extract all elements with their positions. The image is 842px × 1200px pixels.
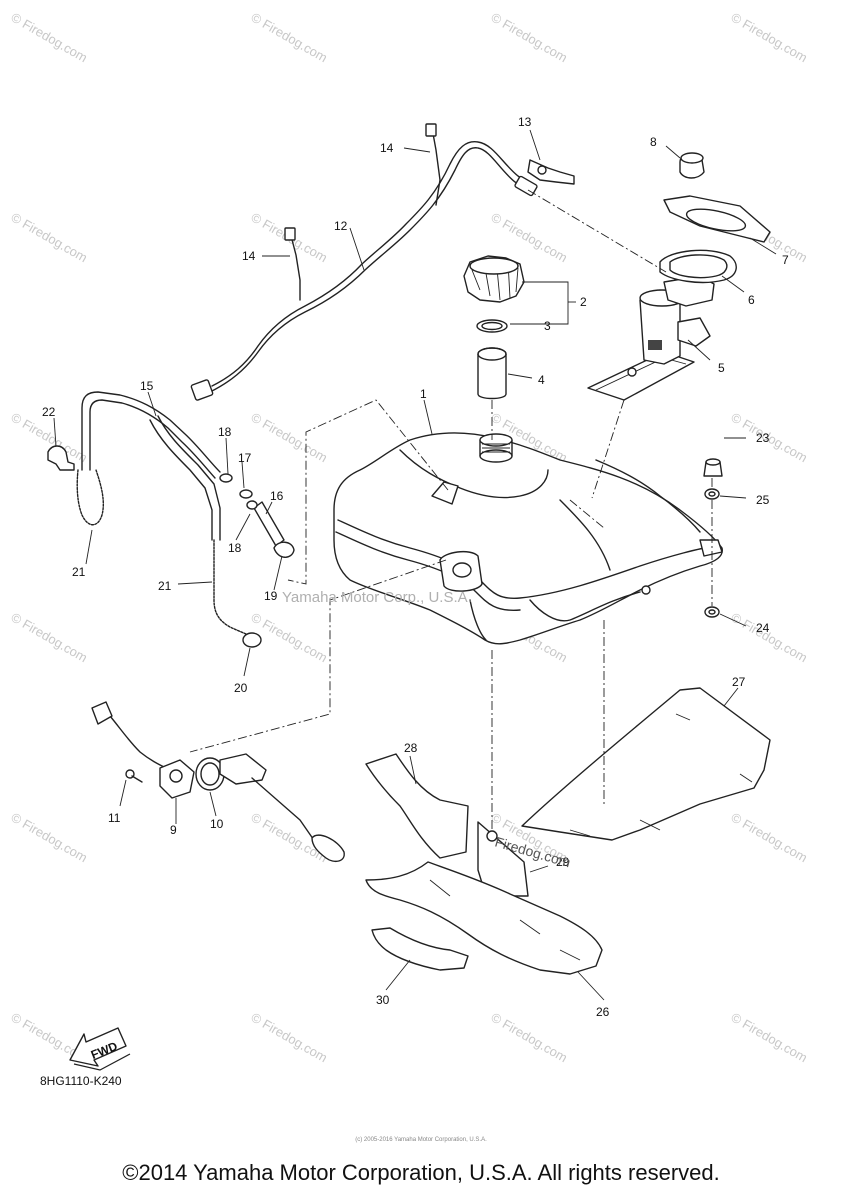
gasket-6 <box>659 249 737 284</box>
watermark: © Firedog.com <box>9 810 91 866</box>
heat-shield-30 <box>371 927 469 971</box>
watermark: © Firedog.com <box>489 1010 571 1066</box>
callout-30: 30 <box>376 993 390 1007</box>
vent-tube-15 <box>81 391 221 541</box>
callout-28: 28 <box>404 741 418 755</box>
small-credit: (c) 2005-2016 Yamaha Motor Corporation, … <box>355 1137 487 1143</box>
bolt-marker <box>486 830 498 842</box>
fuel-cap-2 <box>463 255 525 303</box>
copyright-text: ©2014 Yamaha Motor Corporation, U.S.A. A… <box>122 1160 720 1185</box>
callout-26: 26 <box>596 1005 610 1019</box>
fwd-arrow-icon: FWD <box>69 1027 131 1071</box>
callout-23: 23 <box>756 431 770 445</box>
callout-25: 25 <box>756 493 770 507</box>
callout-14b: 14 <box>242 249 256 263</box>
callout-11: 11 <box>108 811 121 825</box>
callout-1: 1 <box>420 387 427 401</box>
assembly-lines <box>189 189 713 830</box>
watermark: © Firedog.com <box>9 10 91 66</box>
callout-7: 7 <box>782 253 789 267</box>
callout-17: 17 <box>238 451 252 465</box>
callout-6: 6 <box>748 293 755 307</box>
washer-24 <box>704 606 720 618</box>
callout-2: 2 <box>580 295 587 309</box>
callout-13: 13 <box>518 115 532 129</box>
callout-14a: 14 <box>380 141 394 155</box>
callout-9: 9 <box>170 823 177 837</box>
watermark: © Firedog.com <box>489 10 571 66</box>
heat-shield-27 <box>521 687 771 841</box>
callout-29: 29 <box>556 855 570 869</box>
callout-5: 5 <box>718 361 725 375</box>
washer-25 <box>704 488 720 500</box>
callout-24: 24 <box>756 621 770 635</box>
corrugated-tube-21a <box>76 469 105 526</box>
callout-21b: 21 <box>158 579 172 593</box>
diagram-code: 8HG1110-K240 <box>40 1074 122 1088</box>
hose-clamp-22 <box>47 445 75 471</box>
breather-hose-12 <box>190 141 538 401</box>
watermark: © Firedog.com <box>249 410 331 466</box>
callout-22: 22 <box>42 405 56 419</box>
cable-tie-14b <box>284 227 301 301</box>
callout-19: 19 <box>264 589 278 603</box>
sender-wiring <box>91 701 167 769</box>
callout-12: 12 <box>334 219 348 233</box>
callout-15: 15 <box>140 379 154 393</box>
callout-27: 27 <box>732 675 746 689</box>
hose-clip-13 <box>527 159 575 185</box>
fuel-pump-5 <box>587 275 715 401</box>
hose-connector <box>190 379 214 401</box>
watermark: © Firedog.com <box>9 210 91 266</box>
fittings-16-19 <box>219 473 295 558</box>
pump-plate-7 <box>663 195 771 243</box>
fuel-tank-1 <box>333 432 723 645</box>
callout-16: 16 <box>270 489 284 503</box>
heat-shield-28 <box>365 753 469 859</box>
callout-18b: 18 <box>228 541 242 555</box>
center-watermark: Yamaha Motor Corp., U.S.A. <box>282 589 472 606</box>
heat-shield-26 <box>365 861 603 975</box>
watermark: © Firedog.com <box>729 1010 811 1066</box>
callout-10: 10 <box>210 817 224 831</box>
screw-11 <box>125 769 143 783</box>
watermark: © Firedog.com <box>9 610 91 666</box>
callout-18a: 18 <box>218 425 232 439</box>
watermark: © Firedog.com <box>249 1010 331 1066</box>
callout-4: 4 <box>538 373 545 387</box>
callout-21a: 21 <box>72 565 86 579</box>
watermark: © Firedog.com <box>729 10 811 66</box>
clamp-20 <box>242 632 262 648</box>
strainer-4 <box>477 347 507 400</box>
watermark: © Firedog.com <box>249 10 331 66</box>
leader-lines <box>53 129 777 1001</box>
callout-8: 8 <box>650 135 657 149</box>
callout-numbers: 1 2 3 4 5 6 7 8 9 10 11 12 13 14 14 15 1… <box>42 115 789 1019</box>
watermark: © Firedog.com <box>729 810 811 866</box>
callout-20: 20 <box>234 681 248 695</box>
watermark: © Firedog.com <box>729 610 811 666</box>
fuel-sender-9 <box>159 759 195 799</box>
grommet-23 <box>703 458 723 477</box>
cable-tie-14a <box>425 123 441 206</box>
gasket-3 <box>476 319 508 333</box>
cap-8 <box>679 152 705 179</box>
float-arm <box>219 753 345 863</box>
corrugated-tube-21b <box>213 539 247 635</box>
callout-3: 3 <box>544 319 551 333</box>
